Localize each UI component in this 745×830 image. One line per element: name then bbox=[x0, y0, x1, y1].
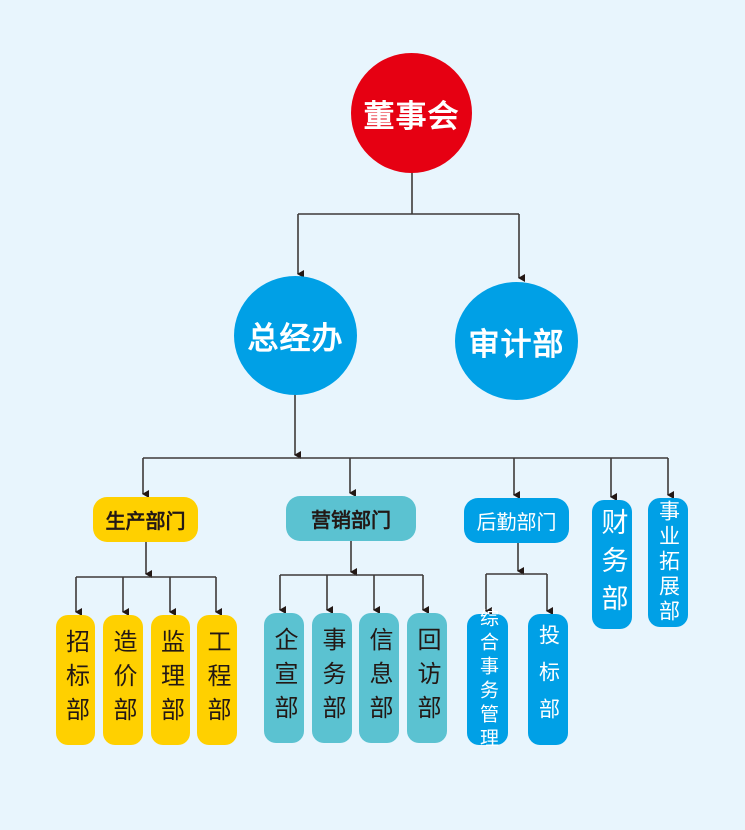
general-affairs-node: 综合事务管理 bbox=[467, 608, 508, 752]
tender-dept-node: 投标部 bbox=[528, 614, 568, 745]
board-node: 董事会 bbox=[351, 53, 472, 173]
publicity-dept-node: 企宣部 bbox=[264, 613, 304, 743]
general-affairs-label: 综合事务管理 bbox=[477, 607, 499, 752]
engineering-dept-label: 工程部 bbox=[203, 629, 231, 731]
production-dept-label: 生产部门 bbox=[105, 509, 186, 533]
bidding-dept-node: 招标部 bbox=[56, 615, 95, 745]
costing-dept-node: 造价部 bbox=[103, 615, 143, 745]
information-dept-label: 信息部 bbox=[365, 627, 393, 729]
audit-node: 审计部 bbox=[455, 282, 578, 400]
information-dept-node: 信息部 bbox=[359, 613, 399, 743]
follow-up-dept-label: 回访部 bbox=[413, 627, 441, 729]
bidding-dept-label: 招标部 bbox=[61, 629, 90, 731]
production-dept-node: 生产部门 bbox=[93, 497, 198, 542]
business-dev-dept-label: 事业拓展部 bbox=[656, 500, 681, 625]
publicity-dept-label: 企宣部 bbox=[270, 627, 298, 729]
engineering-dept-node: 工程部 bbox=[197, 615, 237, 745]
follow-up-dept-node: 回访部 bbox=[407, 613, 447, 743]
costing-dept-label: 造价部 bbox=[109, 629, 137, 731]
audit-label: 审计部 bbox=[468, 326, 565, 363]
general-office-node: 总经办 bbox=[234, 276, 357, 395]
logistics-dept-label: 后勤部门 bbox=[476, 510, 557, 534]
general-office-label: 总经办 bbox=[247, 321, 344, 357]
business-dev-dept-node: 事业拓展部 bbox=[648, 498, 688, 627]
tender-dept-label: 投标部 bbox=[536, 624, 561, 735]
supervision-dept-node: 监理部 bbox=[151, 615, 190, 745]
affairs-dept-node: 事务部 bbox=[312, 613, 352, 743]
logistics-dept-node: 后勤部门 bbox=[464, 498, 569, 543]
finance-dept-node: 财务部 bbox=[592, 500, 632, 629]
supervision-dept-label: 监理部 bbox=[156, 629, 185, 731]
affairs-dept-label: 事务部 bbox=[318, 627, 346, 729]
marketing-dept-label: 营销部门 bbox=[311, 508, 391, 532]
finance-dept-label: 财务部 bbox=[596, 507, 628, 622]
marketing-dept-node: 营销部门 bbox=[286, 496, 416, 541]
board-label: 董事会 bbox=[363, 98, 460, 135]
